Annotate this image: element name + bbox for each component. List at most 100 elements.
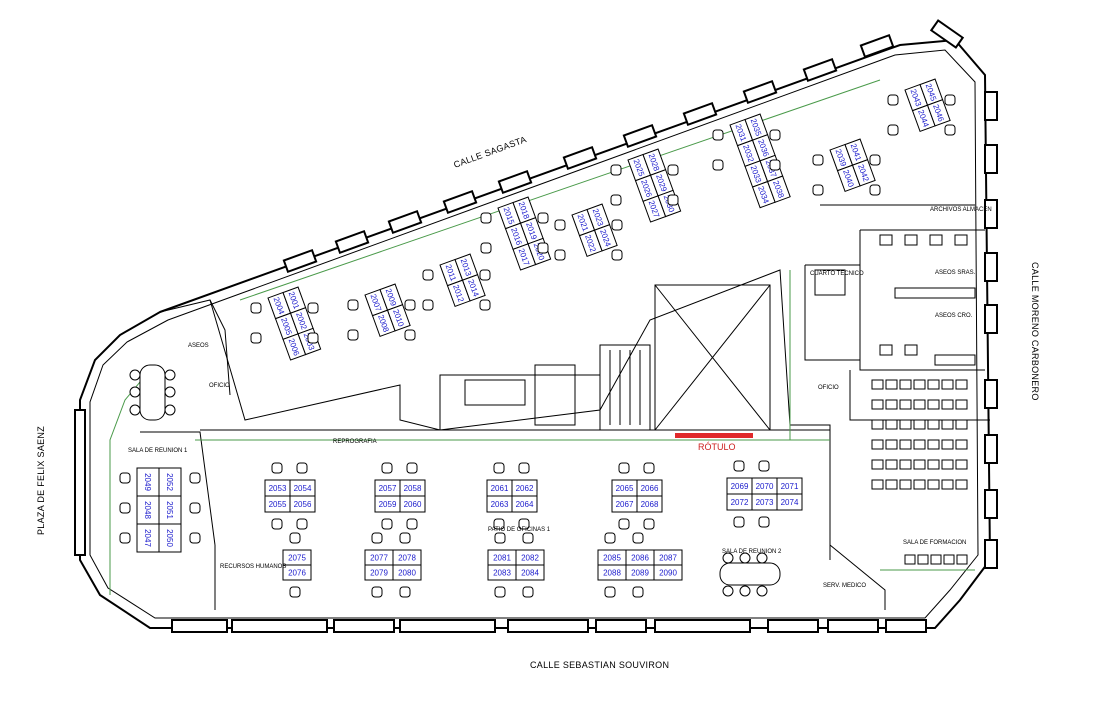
building-outline bbox=[79, 38, 992, 629]
training-seat bbox=[885, 419, 898, 430]
desk-2074[interactable] bbox=[776, 493, 803, 511]
training-seat bbox=[941, 439, 954, 450]
training-seat bbox=[927, 459, 940, 470]
chair-icon bbox=[371, 586, 383, 598]
chair-icon bbox=[296, 518, 308, 530]
training-seat bbox=[913, 399, 926, 410]
room-label-recursos-humanos: RECURSOS HUMANOS bbox=[220, 564, 286, 570]
chair-icon bbox=[119, 532, 131, 544]
training-seat bbox=[885, 439, 898, 450]
chair-icon bbox=[610, 194, 622, 206]
desk-number: 2047 bbox=[143, 529, 152, 547]
room-label-archivos: ARCHIVOS ALMACEN bbox=[930, 207, 992, 213]
desk-number: 2049 bbox=[143, 473, 152, 491]
north-windows bbox=[282, 19, 965, 274]
chair-icon bbox=[643, 462, 655, 474]
room-label-sala-reunion-1: SALA DE REUNION 1 bbox=[128, 448, 188, 454]
stair-core bbox=[439, 284, 771, 431]
desk-number: 2065 bbox=[616, 484, 634, 493]
desk-2076[interactable] bbox=[282, 564, 312, 581]
desk-number: 2058 bbox=[404, 484, 422, 493]
room-label-aseos-cro: ASEOS CRO. bbox=[935, 313, 973, 319]
desk-2080[interactable] bbox=[392, 564, 422, 581]
desk-number: 2075 bbox=[288, 554, 306, 563]
chair-icon bbox=[381, 462, 393, 474]
training-seat bbox=[943, 554, 955, 565]
chair-icon bbox=[493, 462, 505, 474]
chair-icon bbox=[518, 462, 530, 474]
room-label-patio: PATIO DE OFICINAS 1 bbox=[488, 527, 551, 533]
chair-icon bbox=[712, 159, 724, 171]
rotulo-label: RÓTULO bbox=[698, 442, 736, 452]
desk-2050[interactable] bbox=[158, 523, 182, 553]
chair-icon bbox=[494, 532, 506, 544]
training-seat bbox=[941, 399, 954, 410]
chair-icon bbox=[604, 532, 616, 544]
south-windows bbox=[171, 619, 927, 633]
room-label-sala-formacion: SALA DE FORMACION bbox=[903, 540, 966, 546]
training-seat bbox=[899, 399, 912, 410]
meeting-table-2 bbox=[719, 552, 781, 597]
room-label-aseos-west: ASEOS bbox=[188, 343, 209, 349]
chair-icon bbox=[758, 516, 770, 528]
room-label-aseos-sras: ASEOS SRAS. bbox=[935, 270, 976, 276]
desk-number: 2054 bbox=[294, 484, 312, 493]
chair-icon bbox=[869, 154, 881, 166]
chair-icon bbox=[406, 462, 418, 474]
chair-icon bbox=[189, 532, 201, 544]
meeting-table-1 bbox=[129, 364, 176, 421]
training-seat bbox=[941, 419, 954, 430]
desk-2046[interactable] bbox=[926, 99, 951, 127]
training-seat bbox=[955, 379, 968, 390]
chair-icon bbox=[480, 212, 492, 224]
training-seat bbox=[927, 399, 940, 410]
room-label-sala-reunion-2: SALA DE REUNION 2 bbox=[722, 549, 782, 555]
room-label-oficio-west: OFICIO bbox=[209, 383, 230, 389]
training-room-seats bbox=[871, 379, 968, 565]
desk-2068[interactable] bbox=[636, 495, 663, 513]
desk-2060[interactable] bbox=[399, 495, 426, 513]
desk-2038[interactable] bbox=[766, 175, 791, 203]
chair-icon bbox=[733, 460, 745, 472]
chair-icon bbox=[289, 586, 301, 598]
training-seat bbox=[899, 479, 912, 490]
desk-2056[interactable] bbox=[289, 495, 316, 513]
chair-icon bbox=[618, 518, 630, 530]
chair-icon bbox=[944, 94, 956, 106]
desk-2090[interactable] bbox=[653, 564, 683, 581]
chair-icon bbox=[812, 154, 824, 166]
chair-icon bbox=[404, 329, 416, 341]
training-seat bbox=[955, 479, 968, 490]
chair-icon bbox=[250, 302, 262, 314]
east-windows bbox=[984, 91, 998, 569]
desk-number: 2073 bbox=[756, 498, 774, 507]
desk-2024[interactable] bbox=[593, 224, 618, 252]
chair-icon bbox=[493, 518, 505, 530]
training-seat bbox=[871, 399, 884, 410]
training-seat bbox=[955, 399, 968, 410]
chair-icon bbox=[289, 532, 301, 544]
desk-2084[interactable] bbox=[515, 564, 545, 581]
west-windows bbox=[74, 409, 86, 556]
desk-2014[interactable] bbox=[461, 274, 486, 302]
desk-2042[interactable] bbox=[851, 159, 876, 187]
chair-icon bbox=[404, 299, 416, 311]
desk-block-north-1: 200420012005200220062003 bbox=[267, 286, 322, 361]
chair-icon bbox=[611, 249, 623, 261]
chair-icon bbox=[422, 269, 434, 281]
desk-2010[interactable] bbox=[386, 304, 411, 332]
chair-icon bbox=[522, 532, 534, 544]
desk-2064[interactable] bbox=[511, 495, 538, 513]
desk-number: 2057 bbox=[379, 484, 397, 493]
desk-number: 2080 bbox=[398, 569, 416, 578]
chair-icon bbox=[733, 516, 745, 528]
chair-icon bbox=[271, 462, 283, 474]
chair-icon bbox=[119, 502, 131, 514]
